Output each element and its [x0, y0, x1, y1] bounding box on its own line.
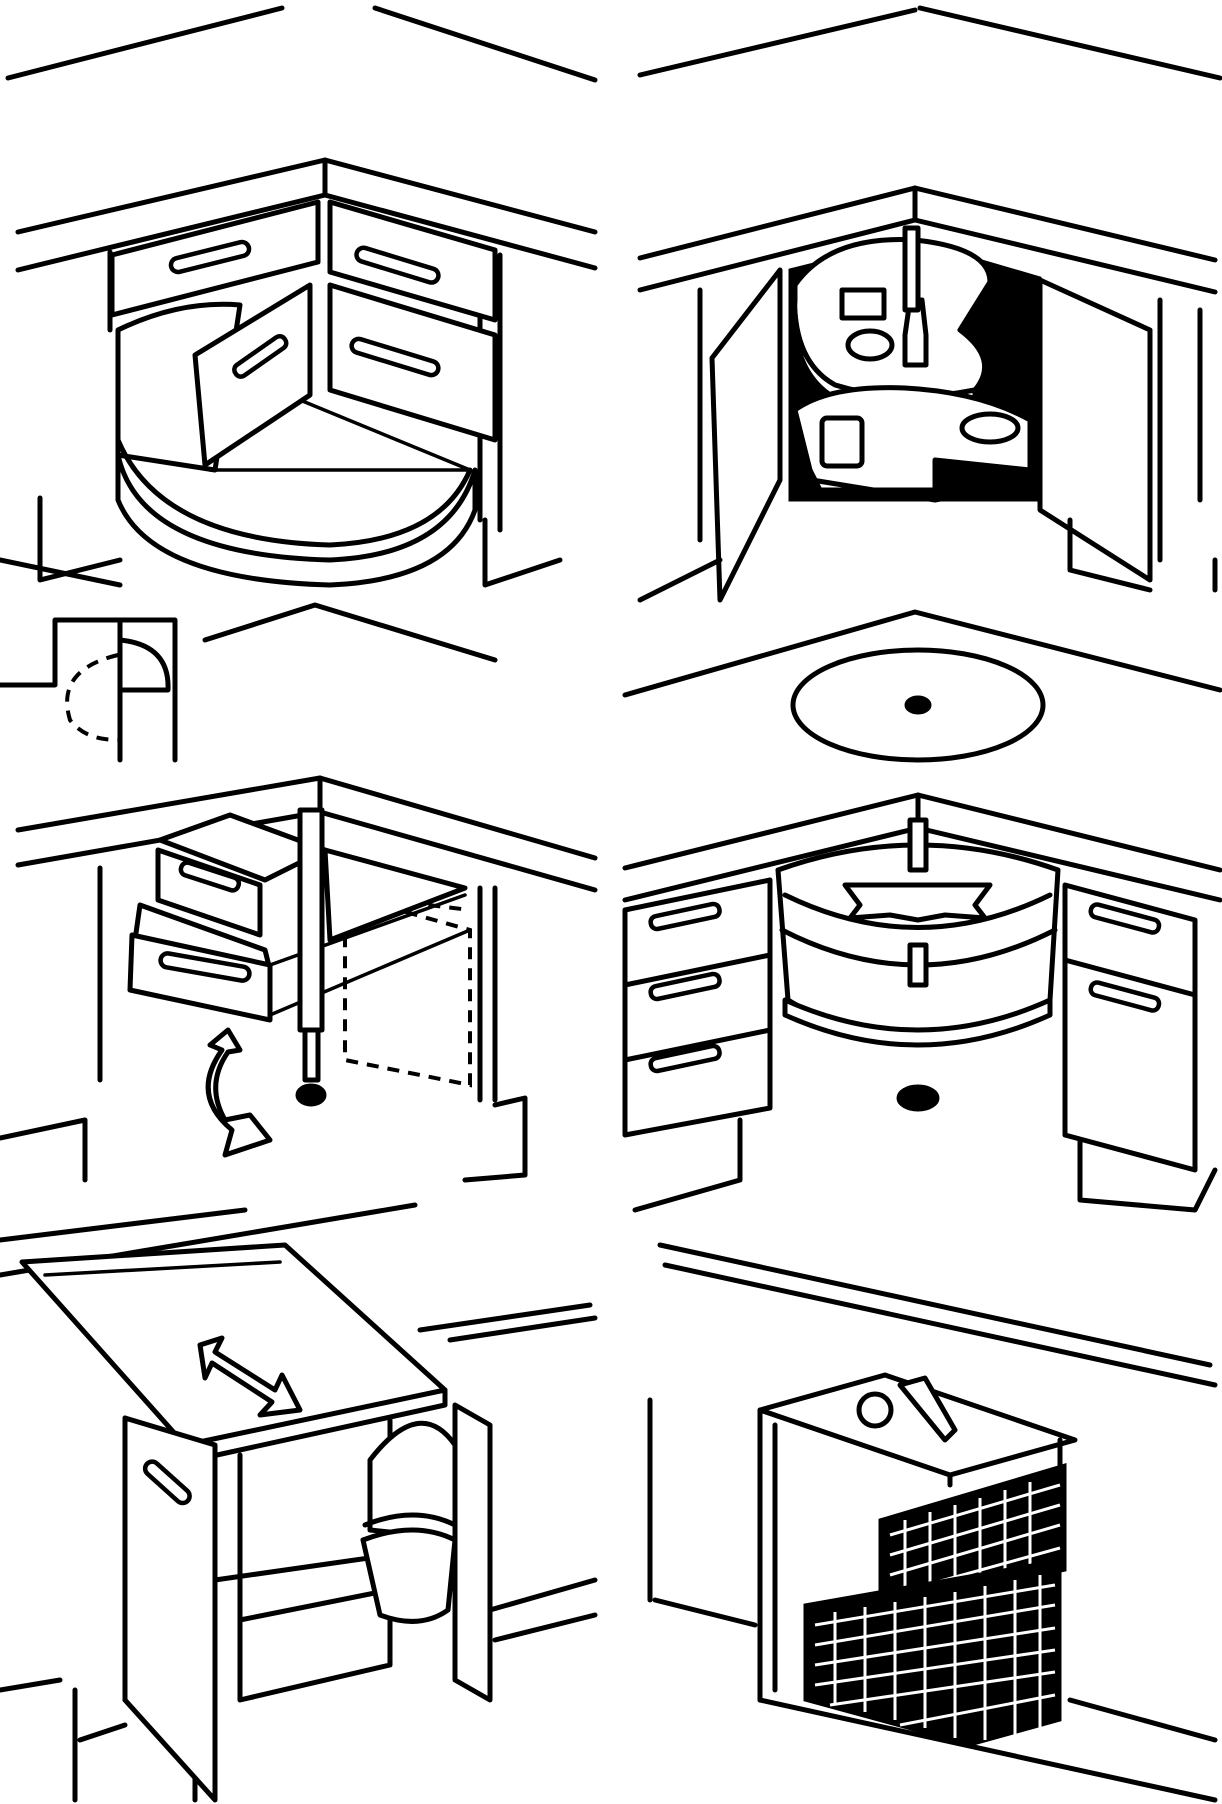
panel-lazy-susan — [622, 609, 1222, 1213]
panel-corner-pull-out-drawers — [0, 5, 598, 588]
drawer-handle-icon — [648, 971, 722, 1002]
pot-icon — [959, 411, 1021, 445]
jar-icon — [819, 415, 865, 469]
kidney-carousel-icon — [792, 237, 993, 399]
drawer-handle-icon — [648, 901, 722, 932]
drawer-handle-icon — [158, 951, 252, 983]
door-handle-icon — [142, 1459, 192, 1506]
right-door — [1037, 277, 1153, 583]
drawer-handle-icon — [1088, 980, 1162, 1013]
apple-icon — [856, 1391, 894, 1429]
bin-lid-icon — [367, 1420, 458, 1543]
panel-carousel-shelves — [637, 5, 1222, 603]
panel-pull-out-baskets — [647, 1242, 1218, 1803]
drawer-handle-icon — [168, 239, 252, 275]
double-arrow-icon — [197, 1335, 303, 1418]
rotate-arrow-icon — [842, 882, 993, 923]
right-door — [452, 1402, 493, 1703]
drawer-handle-icon — [349, 336, 441, 378]
spindle-dot-icon — [904, 695, 932, 715]
left-door — [122, 1415, 218, 1803]
drawer-handle-icon — [1088, 902, 1162, 935]
swing-path-icon — [65, 653, 119, 742]
drawer-handle-icon — [178, 860, 242, 893]
box-icon — [839, 287, 887, 321]
swing-arrow-icon — [205, 1027, 273, 1158]
waste-bin-icon — [360, 1527, 458, 1624]
drawer-handle-icon — [648, 1043, 722, 1074]
bowl-icon — [845, 328, 895, 362]
panel-slide-out-worktop — [0, 1202, 598, 1803]
knife-icon — [897, 1375, 958, 1443]
drawer-handle-icon — [354, 245, 441, 285]
drawer-handle-icon — [232, 333, 289, 379]
panel-swing-out-drawers — [0, 602, 598, 1183]
left-door — [709, 267, 783, 603]
